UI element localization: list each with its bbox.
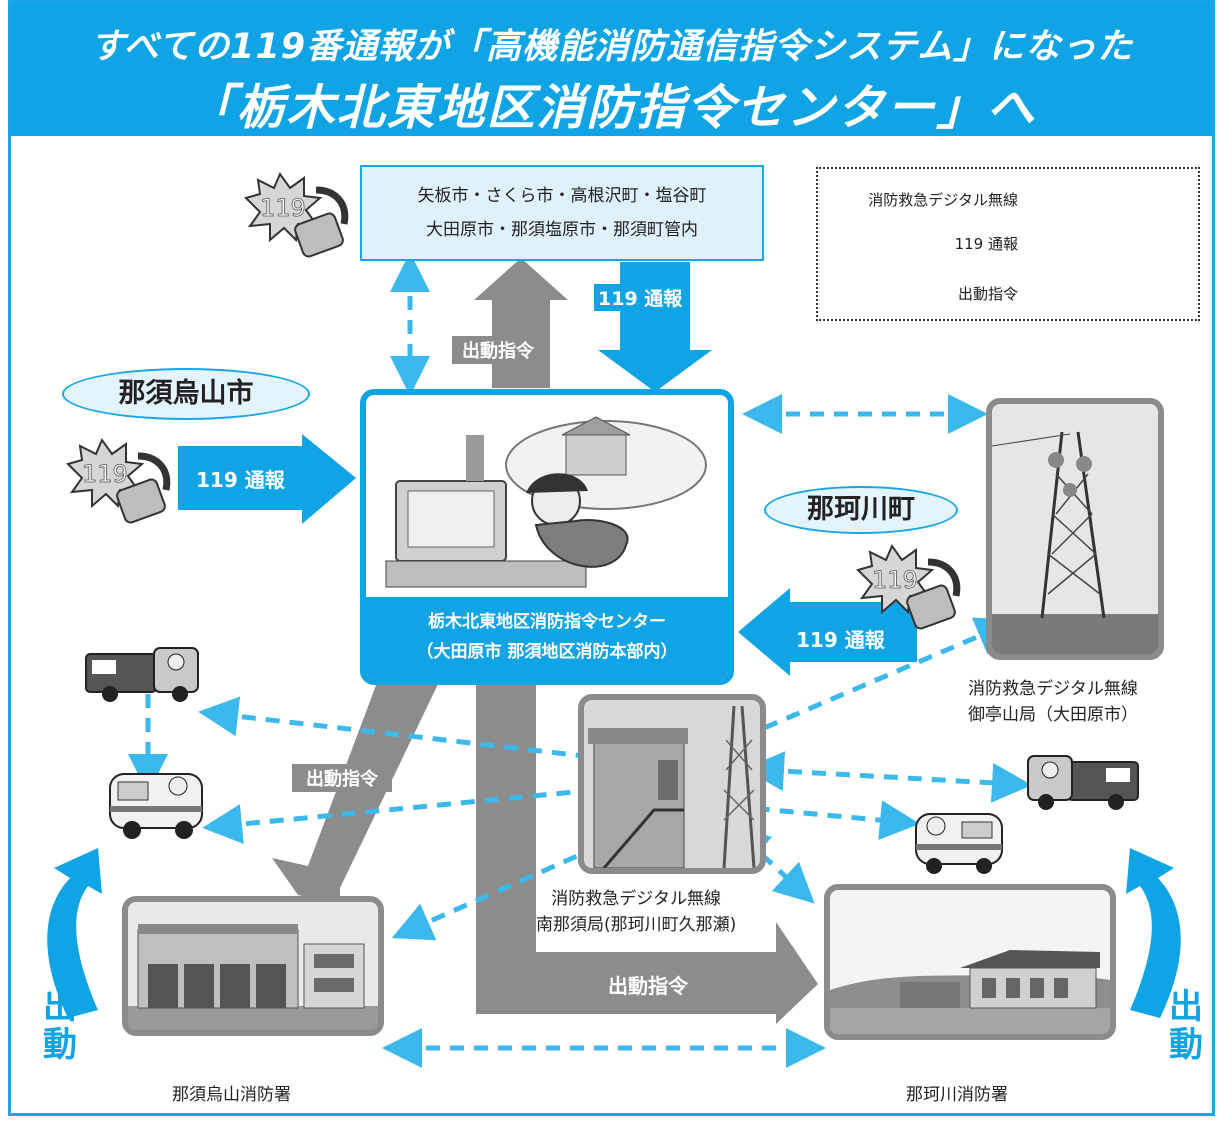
phone-number: 119 — [82, 460, 128, 488]
radio-tower-icon — [588, 705, 756, 868]
report-label-right: 119 通報 — [796, 628, 885, 652]
legend-report-label: 119 通報 — [954, 235, 1018, 253]
fire-truck-icon — [80, 632, 208, 708]
city-nakagawa: 那珂川町 — [764, 486, 958, 534]
report-arrow-top — [598, 262, 712, 392]
minaminasu-station-line2: 南那須局(那珂川町久那瀬) — [536, 915, 737, 935]
legend-dispatch-label: 出動指令 — [957, 285, 1018, 303]
tower-photo-gotei — [986, 398, 1164, 660]
karasuyama-fire-station-label: 那須烏山消防署 — [172, 1085, 291, 1105]
coverage-area-line2: 大田原市・那須塩原市・那須町管内 — [426, 220, 698, 240]
phone-icon: 119 — [852, 540, 964, 636]
gotei-station-line1: 消防救急デジタル無線 — [968, 679, 1138, 699]
radio-link-truck1 — [198, 696, 656, 780]
nakagawa-fire-station-photo — [824, 884, 1116, 1040]
radio-tower-icon — [992, 431, 1158, 654]
legend-radio-label: 消防救急デジタル無線 — [868, 191, 1018, 209]
gotei-station-line2: 御亭山局（大田原市） — [968, 705, 1138, 725]
dispatch-side-right: 出動 — [1169, 987, 1203, 1065]
legend: 消防救急デジタル無線 119 通報 出動指令 — [816, 167, 1200, 321]
nakagawa-fire-station-label: 那珂川消防署 — [906, 1085, 1008, 1105]
ambulance-icon — [910, 800, 1010, 880]
coverage-area-box: 矢板市・さくら市・高根沢町・塩谷町 大田原市・那須塩原市・那須町管内 — [360, 165, 764, 261]
report-label-top: 119 通報 — [594, 284, 687, 311]
dispatch-side-left: 出動 — [43, 987, 77, 1065]
radio-link-truck3 — [744, 751, 1032, 803]
city-nasu-karasuyama: 那須烏山市 — [62, 368, 310, 420]
command-center: 栃木北東地区消防指令センター （大田原市 那須地区消防本部内） — [360, 389, 734, 685]
fire-station-building-icon — [128, 924, 378, 1030]
dispatch-label-top: 出動指令 — [452, 336, 544, 364]
command-center-name: 栃木北東地区消防指令センター — [428, 612, 666, 632]
phone-number: 119 — [872, 566, 918, 594]
tower-photo-minaminasu — [578, 694, 766, 874]
command-center-caption: 栃木北東地区消防指令センター （大田原市 那須地区消防本部内） — [366, 597, 728, 679]
report-arrow-left — [178, 434, 356, 524]
phone-icon: 119 — [62, 434, 174, 530]
minaminasu-station-label: 消防救急デジタル無線 南那須局(那珂川町久那瀬) — [536, 886, 736, 938]
dispatch-arrow-left — [272, 680, 440, 905]
minaminasu-station-line1: 消防救急デジタル無線 — [551, 889, 721, 909]
radio-link-truck2 — [202, 768, 656, 844]
dispatch-label-left: 出動指令 — [292, 764, 392, 792]
phone-icon: 119 — [240, 168, 352, 264]
fire-station-building-icon — [830, 950, 1110, 1034]
karasuyama-fire-station-photo — [122, 896, 384, 1036]
dispatch-curve-left — [47, 848, 102, 1018]
header-banner: すべての119番通報が「高機能消防通信指令システム」になった 「栃木北東地区消防… — [8, 0, 1215, 136]
gotei-station-label: 消防救急デジタル無線 御亭山局（大田原市） — [968, 676, 1138, 728]
fire-truck-icon — [1022, 740, 1144, 816]
dispatch-label-bottom: 出動指令 — [608, 974, 688, 998]
coverage-area-line1: 矢板市・さくら市・高根沢町・塩谷町 — [417, 186, 707, 206]
ambulance-icon — [104, 756, 212, 846]
report-label-left: 119 通報 — [196, 468, 285, 492]
dispatch-arrow-top — [474, 258, 568, 388]
phone-number: 119 — [260, 194, 306, 222]
dispatch-curve-right — [1126, 848, 1181, 1018]
command-center-location: （大田原市 那須地区消防本部内） — [416, 642, 678, 662]
header-title-line1: すべての119番通報が「高機能消防通信指令システム」になった — [89, 27, 1134, 67]
dispatcher-illustration — [385, 416, 707, 588]
header-title-line2: 「栃木北東地区消防指令センター」へ — [186, 80, 1037, 136]
diagram-frame — [8, 0, 1215, 1116]
radio-link-gotei — [689, 617, 1017, 763]
